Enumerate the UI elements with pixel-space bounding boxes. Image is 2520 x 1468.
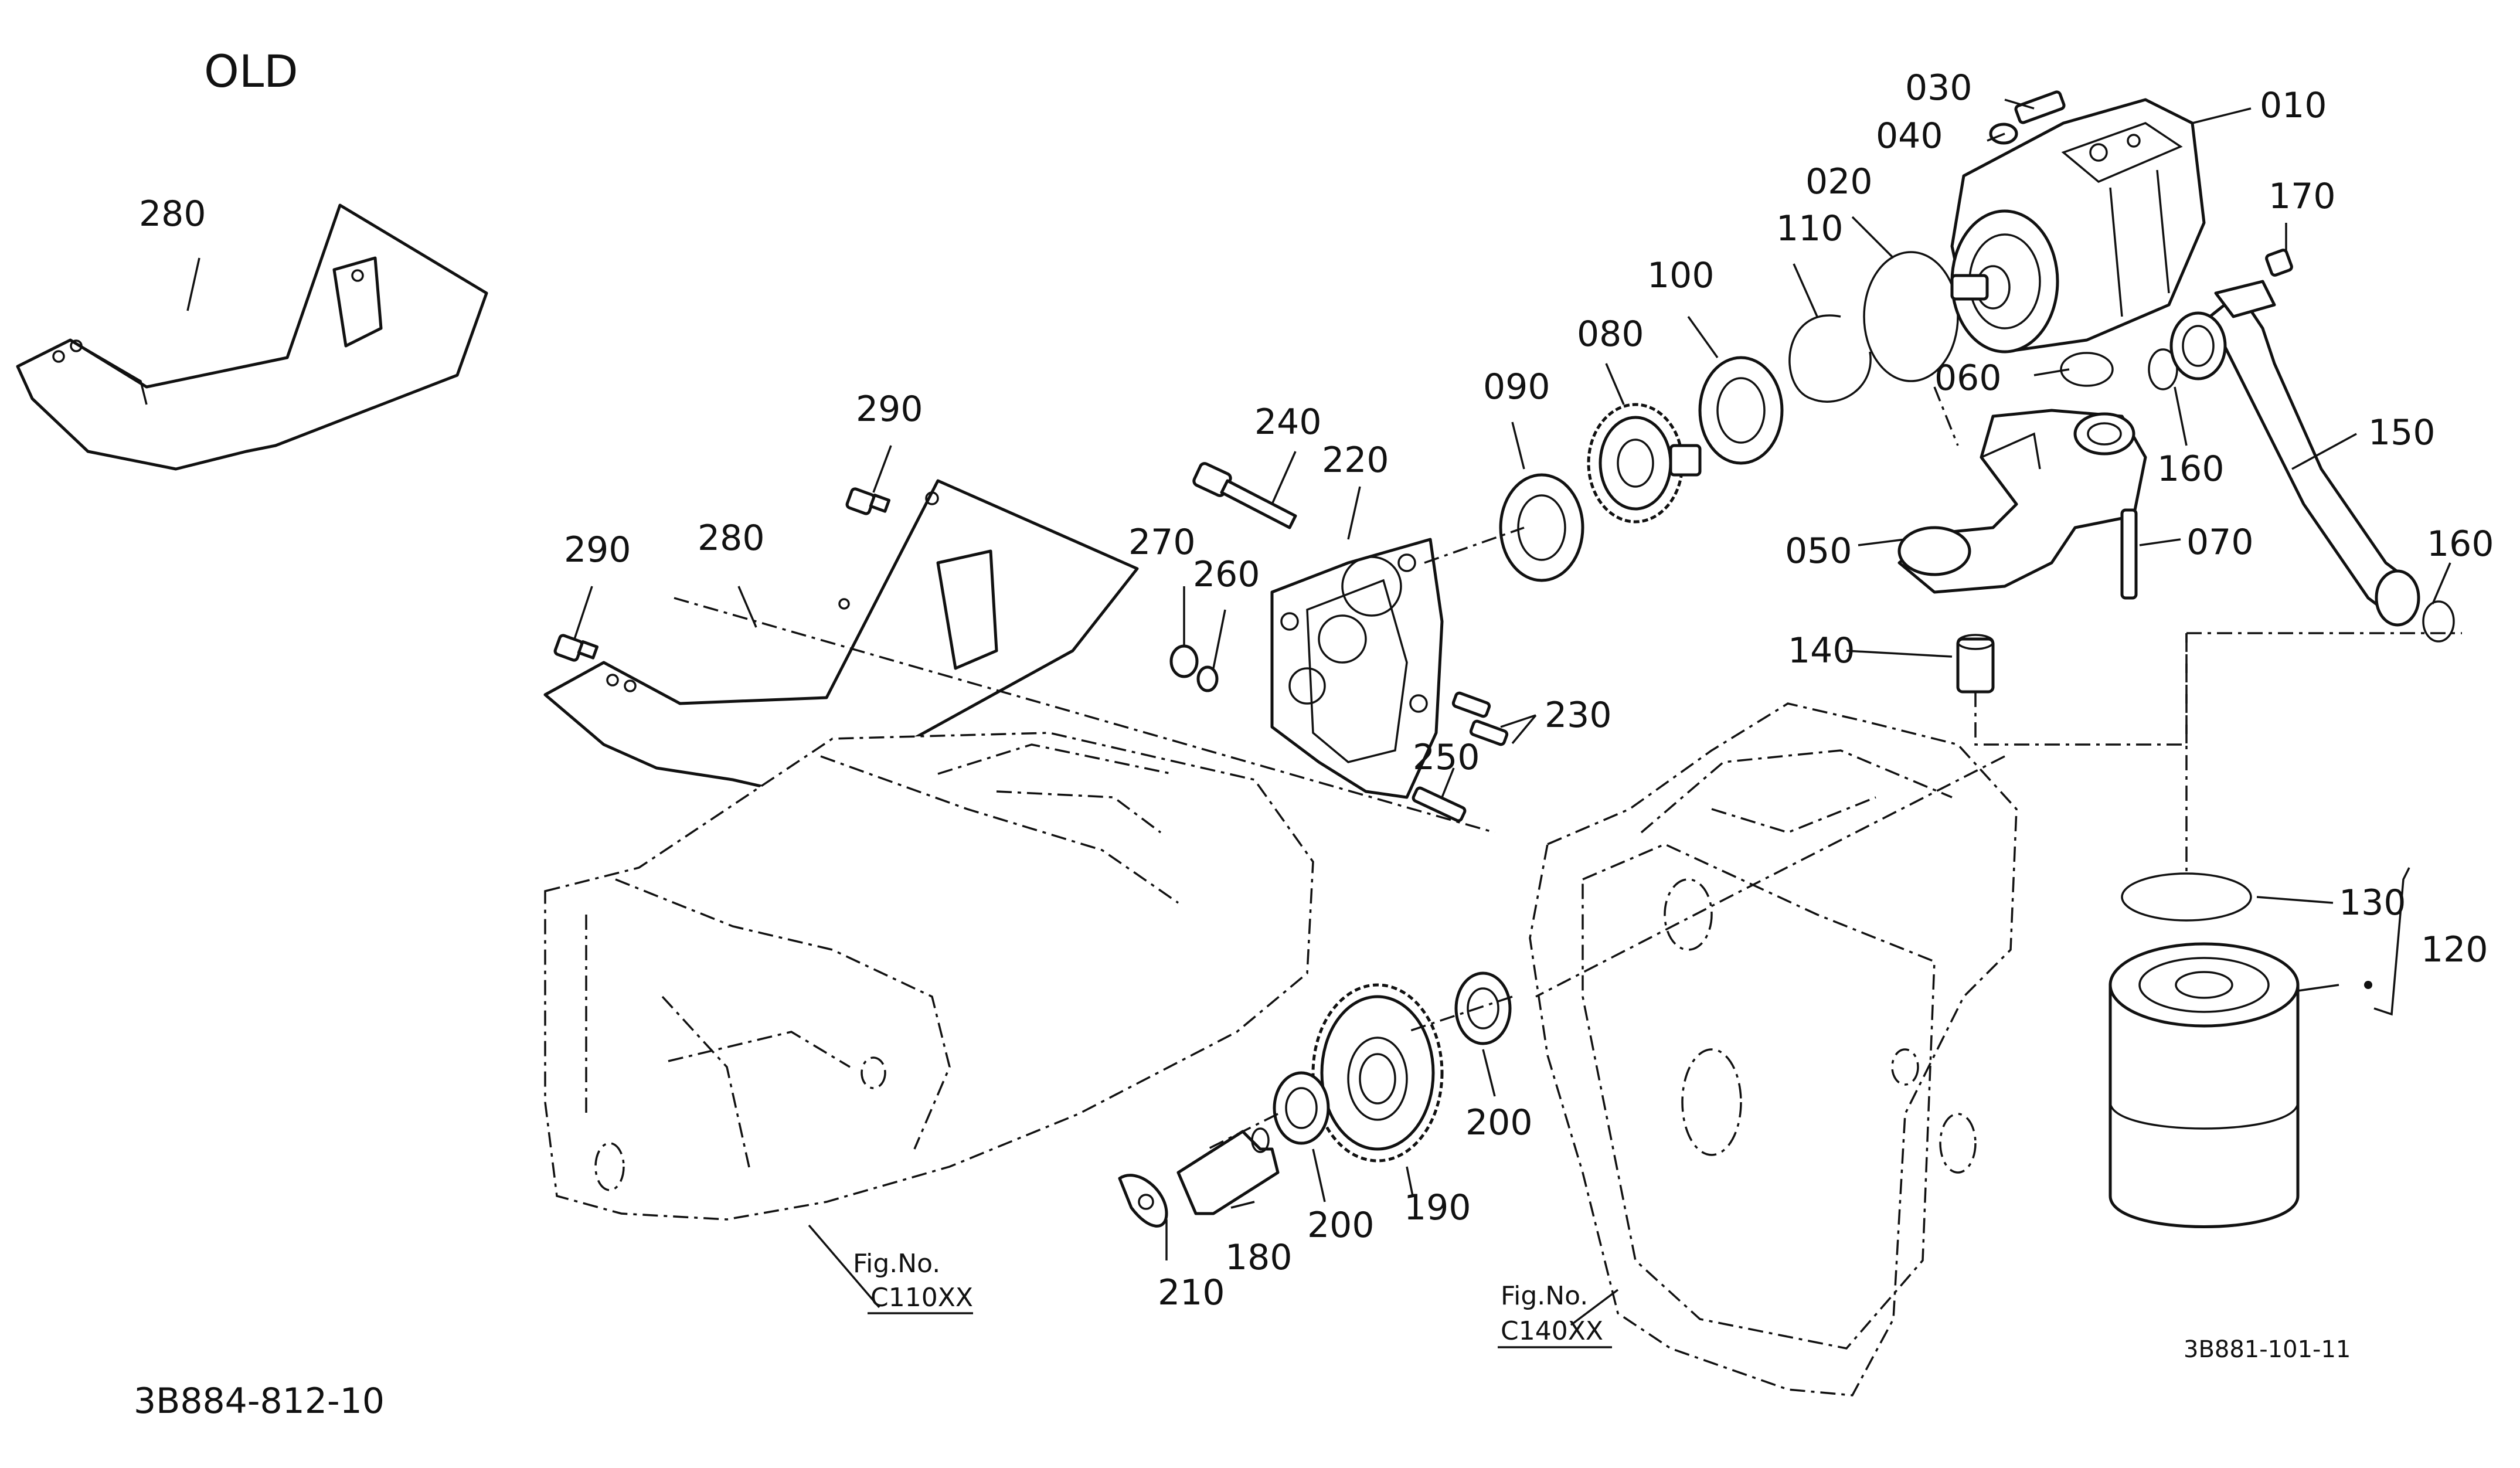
bearing-100 [1698, 356, 1784, 465]
callout-140: 140 [1788, 630, 1855, 671]
callout-100: 100 [1647, 255, 1715, 296]
fig-ref-right-line1: Fig.No. [1501, 1281, 1588, 1311]
callout-180: 180 [1225, 1237, 1293, 1278]
bearing-200-lower [1273, 1071, 1330, 1145]
bolt-170 [2265, 249, 2293, 277]
nut-270 [1169, 644, 1199, 678]
washer-260 [1196, 665, 1219, 692]
oil-filter-120 [2108, 942, 2300, 1228]
fig-ref-left-line1: Fig.No. [853, 1249, 940, 1279]
callout-labels: OLD 280 290 290 280 240 220 270 260 230 … [134, 45, 2494, 1422]
callout-070: 070 [2186, 522, 2254, 563]
callout-290-lower: 290 [564, 529, 631, 570]
callout-210: 210 [1158, 1272, 1225, 1313]
callout-170: 170 [2269, 176, 2336, 217]
pipe-150 [2169, 280, 2420, 627]
filter-gasket-130 [2121, 872, 2252, 922]
callout-260: 260 [1193, 554, 1260, 595]
bolt-290-lower [553, 634, 599, 662]
pin-230-a [1451, 691, 1491, 718]
guard-280 [543, 479, 1139, 811]
callout-220: 220 [1322, 440, 1389, 481]
callout-290-upper: 290 [856, 389, 923, 430]
callout-110: 110 [1776, 208, 1844, 249]
callout-270: 270 [1128, 522, 1196, 563]
transmission-case-left [544, 732, 1314, 1221]
bolt-070 [2120, 508, 2138, 600]
bolt-290-upper [845, 487, 891, 515]
bolt-030 [2014, 90, 2066, 124]
callout-050: 050 [1785, 531, 1852, 572]
fitting-140 [1956, 634, 1995, 694]
washer-210 [1118, 1174, 1168, 1228]
callout-240: 240 [1254, 402, 1322, 443]
hydraulic-pump-010 [1950, 98, 2206, 354]
callout-130: 130 [2339, 882, 2406, 923]
callout-060: 060 [1934, 358, 2002, 399]
callout-160-lower: 160 [2427, 524, 2494, 565]
o-ring-160-lower [2422, 600, 2455, 643]
old-guard-280 [16, 203, 488, 471]
callout-120: 120 [2421, 929, 2488, 970]
callout-200-upper: 200 [1465, 1102, 1533, 1143]
o-ring-060 [2060, 352, 2114, 387]
callout-190: 190 [1404, 1187, 1471, 1228]
pin-230-b [1469, 719, 1509, 746]
callout-020: 020 [1805, 161, 1873, 202]
footer-left-code: 3B884-812-10 [134, 1381, 385, 1422]
callout-250: 250 [1413, 737, 1480, 778]
callout-160-upper: 160 [2157, 448, 2225, 490]
bolt-240 [1192, 462, 1297, 529]
old-label: OLD [204, 45, 298, 97]
gear-080 [1587, 403, 1702, 524]
leader-lines [186, 98, 2451, 1326]
callout-150: 150 [2368, 412, 2436, 453]
snap-ring-110 [1788, 314, 1872, 403]
valve-block-050 [1897, 409, 2147, 594]
o-ring-160-upper [2148, 348, 2178, 390]
callout-280-new: 280 [698, 518, 765, 559]
callout-040: 040 [1876, 115, 1943, 157]
stud-250 [1412, 786, 1467, 823]
bearing-090 [1499, 473, 1584, 582]
shaft-180 [1176, 1127, 1280, 1215]
assembly-axis-lines [674, 386, 2462, 1150]
callout-200-lower: 200 [1307, 1205, 1375, 1246]
callout-090: 090 [1483, 366, 1550, 407]
gear-190 [1311, 983, 1444, 1163]
callout-010: 010 [2260, 85, 2327, 126]
footer-right-code: 3B881-101-11 [2184, 1336, 2351, 1363]
fig-ref-left-line2: C110XX [870, 1283, 973, 1313]
callout-280-old: 280 [139, 193, 206, 235]
callout-230: 230 [1545, 695, 1612, 736]
callout-080: 080 [1577, 314, 1644, 355]
fig-ref-right-line2: C140XX [1501, 1316, 1603, 1346]
transmission-case-right [1529, 702, 2018, 1396]
bearing-200-upper [1454, 971, 1512, 1045]
front-cover-220 [1270, 538, 1444, 799]
callout-030: 030 [1905, 67, 1973, 108]
